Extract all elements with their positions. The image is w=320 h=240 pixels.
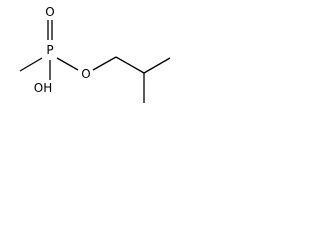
phosphorus-label: P [46,43,53,57]
ch-upper-methyl-bond [143,57,171,74]
ester-oxygen-label: O [81,67,90,81]
structural-formula: O P O OH [19,5,171,103]
ch2-ch-bond [115,56,145,74]
p-o-ester-bond [56,57,79,71]
methyl-p-bond [19,57,43,72]
hydroxyl-label: OH [34,81,52,95]
oxygen-double-bond-label: O [45,5,54,19]
o-ch2-bond [92,56,117,71]
